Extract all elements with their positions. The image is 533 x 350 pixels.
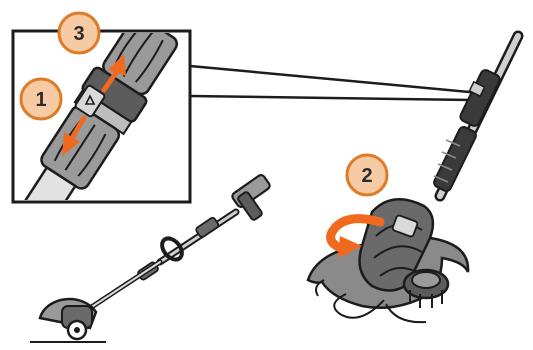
step-badge-3-label: 3 [73, 23, 84, 45]
zoom-leader-bottom [190, 96, 472, 100]
step-badge-3: 3 [59, 13, 99, 53]
zoom-leader-top [190, 66, 480, 93]
step-badge-2-label: 2 [361, 165, 372, 187]
step-badge-2: 2 [347, 155, 387, 195]
step-badge-1: 1 [21, 79, 61, 119]
step-badge-1-label: 1 [35, 89, 46, 111]
